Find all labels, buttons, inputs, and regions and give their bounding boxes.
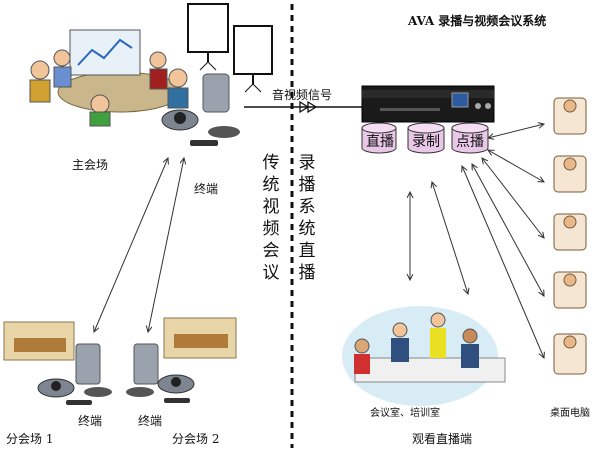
branch-1-label: 分会场 1 bbox=[6, 432, 54, 446]
main-venue-illustration bbox=[29, 29, 189, 127]
arrow-vod-desktop-3 bbox=[482, 158, 544, 238]
cylinder-live bbox=[361, 122, 397, 154]
section-right-label: 录播系统直播 bbox=[298, 153, 316, 283]
service-record-label: 录制 bbox=[412, 134, 440, 150]
meeting-room-illustration bbox=[342, 306, 506, 406]
branch-1-terminal-label: 终端 bbox=[78, 414, 103, 428]
arrow-main-branch1 bbox=[94, 158, 168, 332]
diagram-title: AVA 录播与视频会议系统 bbox=[408, 14, 547, 28]
signal-label: 音视频信号 bbox=[272, 88, 333, 102]
desktop-user-3 bbox=[553, 213, 587, 251]
main-terminal-label: 终端 bbox=[194, 182, 219, 196]
projector-screen-2 bbox=[233, 25, 273, 93]
arrow-vod-desktop-1 bbox=[488, 124, 544, 138]
branch-2-illustration bbox=[126, 317, 237, 403]
desktop-label: 桌面电脑 bbox=[550, 408, 590, 419]
desktop-user-5 bbox=[553, 333, 587, 375]
projector-screen-1 bbox=[187, 3, 229, 71]
signal-arrow bbox=[244, 100, 362, 114]
service-live-label: 直播 bbox=[366, 134, 394, 150]
branch-2-label: 分会场 2 bbox=[172, 432, 220, 446]
arrow-main-branch2 bbox=[148, 158, 184, 332]
branch-2-terminal-label: 终端 bbox=[138, 414, 163, 428]
main-venue-label: 主会场 bbox=[72, 158, 109, 172]
desktop-user-2 bbox=[553, 155, 587, 193]
arrow-record-meeting bbox=[432, 182, 468, 294]
arrow-vod-desktop-4 bbox=[472, 164, 544, 296]
viewer-label: 观看直播端 bbox=[412, 432, 473, 446]
main-terminal-equipment bbox=[161, 73, 240, 146]
service-vod-label: 点播 bbox=[456, 134, 484, 150]
desktop-user-1 bbox=[553, 97, 587, 135]
recording-device bbox=[361, 85, 495, 123]
arrow-vod-desktop-5 bbox=[462, 166, 544, 358]
cylinder-record bbox=[407, 122, 445, 154]
branch-1-illustration bbox=[3, 321, 112, 405]
desktop-user-4 bbox=[553, 271, 587, 309]
meeting-room-label: 会议室、培训室 bbox=[370, 408, 440, 419]
section-left-label: 传统视频会议 bbox=[262, 153, 280, 283]
